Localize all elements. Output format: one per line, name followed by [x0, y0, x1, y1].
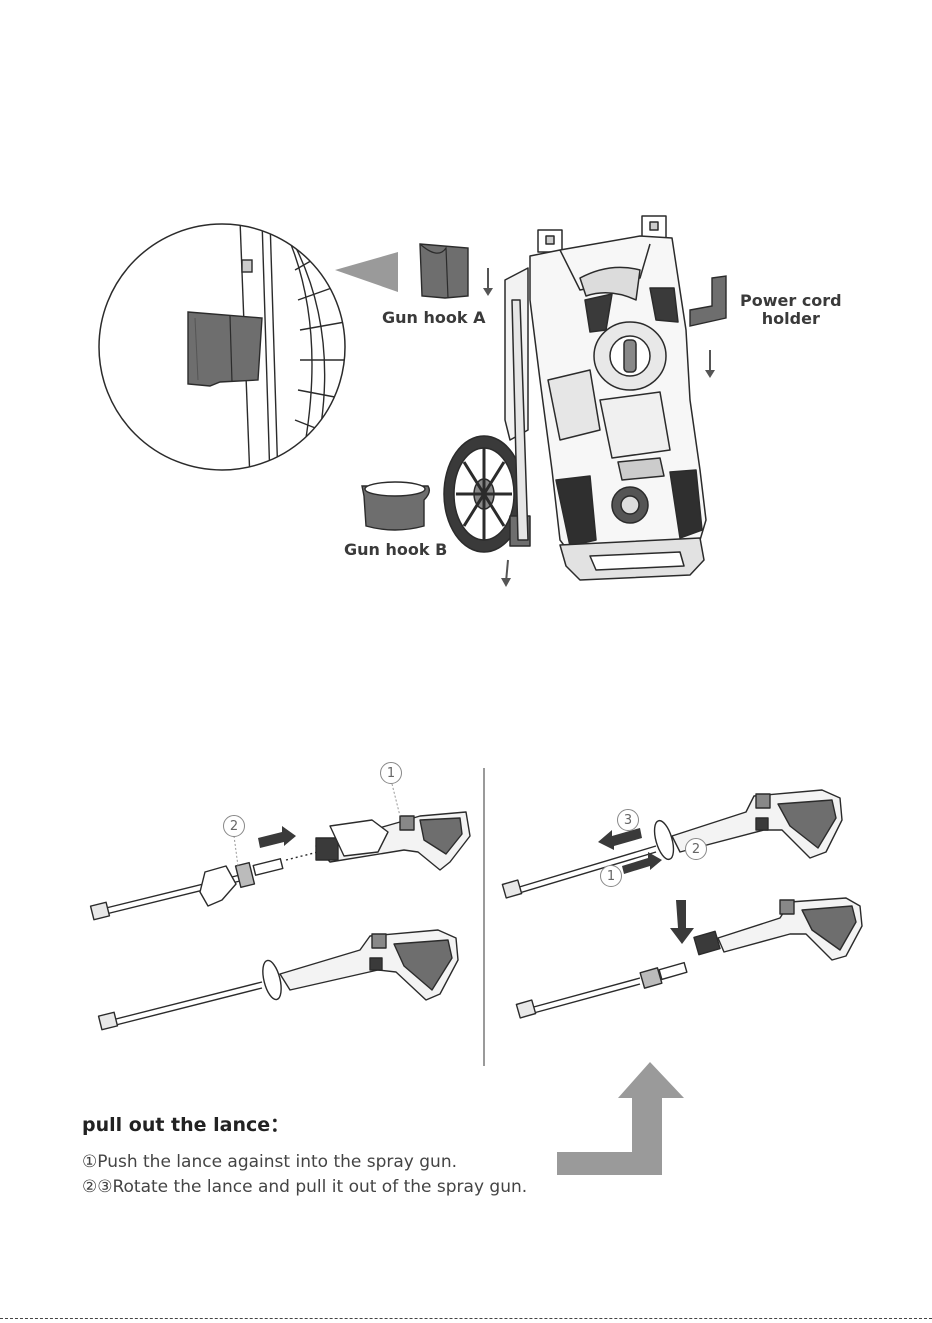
instructions-step-2: ②③Rotate the lance and pull it out of th…	[82, 1177, 527, 1197]
instructions-step-1: ①Push the lance against into the spray g…	[82, 1152, 457, 1172]
page-bottom-rule	[0, 1318, 932, 1319]
instructions-title: pull out the lance：	[82, 1110, 289, 1137]
